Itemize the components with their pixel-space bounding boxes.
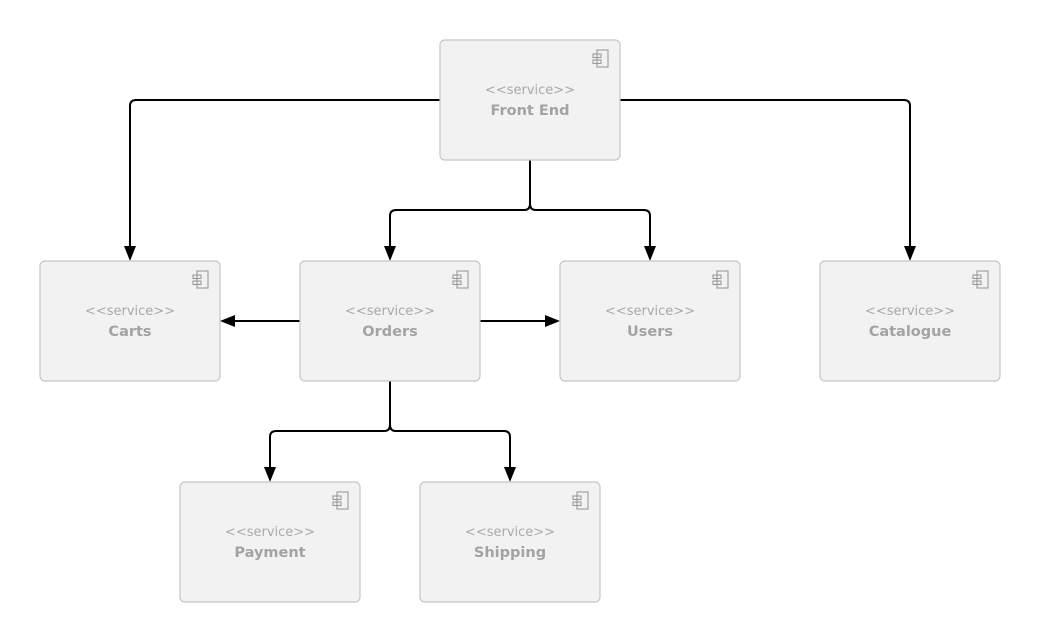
node-shipping[interactable]: <<service>> Shipping xyxy=(419,481,601,603)
arrow-head xyxy=(904,246,916,261)
arrow-head xyxy=(644,246,656,261)
edge-line xyxy=(529,160,651,247)
node-payment[interactable]: <<service>> Payment xyxy=(179,481,361,603)
node-box xyxy=(299,260,481,382)
edge-front-end-to-users xyxy=(529,160,656,261)
node-name: Shipping xyxy=(474,545,546,561)
node-name: Front End xyxy=(491,103,570,119)
edge-front-end-to-orders xyxy=(384,160,531,261)
edge-orders-to-shipping xyxy=(389,381,516,482)
node-name: Catalogue xyxy=(869,324,952,340)
edge-front-end-to-carts xyxy=(124,99,440,261)
edge-orders-to-users xyxy=(480,315,560,327)
edge-line xyxy=(269,381,391,468)
node-stereotype: <<service>> xyxy=(225,525,315,540)
arrow-head xyxy=(545,315,560,327)
node-users[interactable]: <<service>> Users xyxy=(559,260,741,382)
node-box xyxy=(819,260,1001,382)
edge-line xyxy=(389,381,511,468)
edge-orders-to-payment xyxy=(264,381,391,482)
node-name: Carts xyxy=(108,324,151,340)
arrow-head xyxy=(124,246,136,261)
node-box xyxy=(419,481,601,603)
edge-line xyxy=(389,160,531,247)
node-name: Users xyxy=(627,324,673,340)
node-catalogue[interactable]: <<service>> Catalogue xyxy=(819,260,1001,382)
node-name: Orders xyxy=(362,324,417,340)
node-box xyxy=(559,260,741,382)
arrow-head xyxy=(220,315,235,327)
nodes-layer: <<service>>Front End<<service>>Carts<<se… xyxy=(39,39,1001,603)
node-stereotype: <<service>> xyxy=(865,304,955,319)
node-orders[interactable]: <<service>> Orders xyxy=(299,260,481,382)
edge-line xyxy=(129,99,440,247)
edge-line xyxy=(620,99,911,247)
component-icon xyxy=(572,491,589,510)
component-icon xyxy=(592,49,609,68)
component-icon xyxy=(192,270,209,289)
node-stereotype: <<service>> xyxy=(345,304,435,319)
component-icon xyxy=(452,270,469,289)
arrow-head xyxy=(384,246,396,261)
arrow-head xyxy=(264,467,276,482)
arrow-head xyxy=(504,467,516,482)
node-carts[interactable]: <<service>> Carts xyxy=(39,260,221,382)
node-front-end[interactable]: <<service>> Front End xyxy=(439,39,621,161)
component-icon xyxy=(712,270,729,289)
edges-layer xyxy=(124,99,916,482)
component-icon xyxy=(332,491,349,510)
node-box xyxy=(39,260,221,382)
node-stereotype: <<service>> xyxy=(485,83,575,98)
component-icon xyxy=(972,270,989,289)
node-stereotype: <<service>> xyxy=(465,525,555,540)
node-stereotype: <<service>> xyxy=(605,304,695,319)
node-box xyxy=(439,39,621,161)
node-box xyxy=(179,481,361,603)
node-stereotype: <<service>> xyxy=(85,304,175,319)
edge-front-end-to-catalogue xyxy=(620,99,916,261)
edge-orders-to-carts xyxy=(220,315,300,327)
node-name: Payment xyxy=(234,545,305,561)
